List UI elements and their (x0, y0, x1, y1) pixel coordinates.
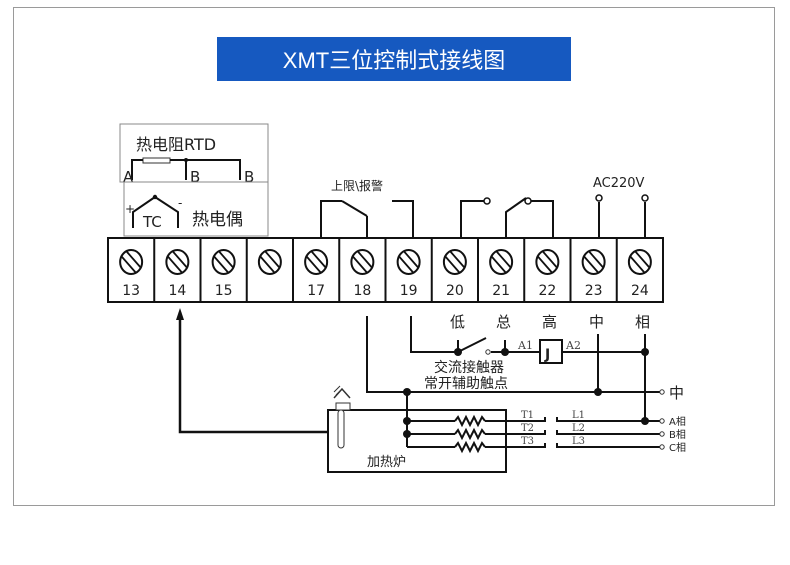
screw-icon (165, 249, 190, 275)
terminal-number: 22 (538, 283, 556, 299)
furnace-label: 加热炉 (367, 455, 406, 470)
terminal-number: 24 (631, 283, 649, 299)
heater-element-2-icon (454, 427, 486, 441)
supply-terminals (485, 349, 665, 450)
terminal-number: 13 (122, 283, 140, 299)
aux-contact-switch-icon (457, 337, 487, 353)
screw-icon (489, 249, 514, 275)
terminal-13: 13 (119, 249, 144, 299)
terminal-24: 24 (615, 238, 652, 302)
l1-label: L1 (572, 410, 585, 421)
screw-icon (211, 249, 236, 275)
contactor-coil-icon (539, 339, 563, 364)
aux-contact-wire (410, 316, 458, 353)
screw-icon (627, 249, 652, 275)
terminal-21: 21 (477, 238, 514, 302)
screw-icon (396, 249, 421, 275)
tc-symbol: TC (142, 213, 162, 231)
top-wiring (320, 194, 649, 238)
rtd-terminal-b1: B (190, 168, 200, 186)
terminal-number: 18 (353, 283, 371, 299)
power-terminal-phase-icon (641, 194, 649, 202)
terminal-blank (245, 238, 282, 302)
lower-wiring (178, 312, 660, 454)
page-title: XMT三位控制式接线图 (217, 37, 571, 81)
aux-contact-label-1: 交流接触器 (434, 359, 504, 376)
power-label: AC220V (593, 176, 645, 191)
coil-a2-label: A2 (565, 339, 581, 352)
screw-icon (119, 249, 144, 275)
screw-icon (581, 249, 606, 275)
supply-neutral-label: 中 (669, 384, 684, 402)
terminal-23: 23 (569, 238, 606, 302)
diagram-frame (13, 7, 775, 506)
power-terminal-neutral-icon (595, 194, 603, 202)
rtd-box: 热电阻RTD A B B (119, 123, 269, 186)
heater-element-1-icon (454, 414, 486, 428)
output-label-high: 高 (542, 313, 557, 331)
terminal-15: 15 (199, 238, 236, 302)
screw-icon (304, 249, 329, 275)
neutral-bus-wire (366, 316, 660, 393)
sensor-signal-wire (178, 312, 329, 434)
heater-element-3-icon (454, 440, 486, 454)
screw-icon (350, 249, 375, 275)
output-label-phase: 相 (635, 313, 650, 331)
screw-icon (535, 249, 560, 275)
terminal-number: 21 (492, 283, 510, 299)
high-relay-wire-22 (531, 200, 554, 238)
screw-icon (257, 249, 282, 275)
terminal-number: 15 (215, 283, 233, 299)
coil-label: J (544, 347, 550, 363)
output-label-low: 低 (450, 313, 465, 331)
t2-label: T2 (521, 423, 534, 434)
low-relay-wire-20 (460, 200, 484, 238)
l3-label: L3 (572, 436, 585, 447)
junction-dots (403, 348, 649, 438)
supply-phase-b-label: B相 (669, 428, 686, 441)
supply-phase-c-label: C相 (669, 441, 686, 454)
t3-label: T3 (521, 436, 534, 447)
alarm-relay-wire-17 (320, 200, 342, 238)
aux-contact-label-2: 常开辅助触点 (424, 376, 508, 392)
arrow-up-icon (176, 308, 184, 320)
thermocouple-box: + - TC 热电偶 (123, 181, 269, 237)
rtd-terminal-b2: B (244, 168, 254, 186)
supply-phase-a-label: A相 (669, 415, 686, 428)
rtd-label: 热电阻RTD (136, 135, 216, 154)
furnace: 加热炉 (327, 385, 507, 473)
terminal-18: 18 (338, 238, 375, 302)
terminal-19: 19 (384, 238, 421, 302)
tc-label: 热电偶 (192, 210, 243, 230)
terminal-20: 20 (430, 238, 467, 302)
tc-minus: - (178, 196, 182, 210)
terminal-strip: 13 14 15 17 18 19 20 21 22 23 24 (107, 237, 664, 303)
output-label-neutral: 中 (589, 313, 604, 331)
l2-label: L2 (572, 423, 585, 434)
t1-label: T1 (521, 410, 534, 421)
rtd-resistor-icon (142, 157, 171, 164)
terminal-number: 14 (168, 283, 186, 299)
thermal-probe-icon (335, 402, 351, 411)
terminal-14: 14 (153, 238, 190, 302)
tc-plus: + (125, 202, 135, 216)
alarm-relay-wire-19 (392, 200, 414, 238)
relay-switch-21-icon (505, 197, 527, 238)
alarm-label: 上限\报警 (331, 178, 383, 193)
terminal-number: 17 (307, 283, 325, 299)
terminal-22: 22 (523, 238, 560, 302)
screw-icon (442, 249, 467, 275)
alarm-relay-switch-icon (341, 200, 368, 217)
rtd-terminal-a: A (123, 168, 134, 186)
coil-a1-label: A1 (517, 339, 533, 352)
output-label-common: 总 (496, 313, 511, 331)
low-contact-icon (483, 197, 491, 205)
terminal-number: 23 (585, 283, 603, 299)
terminal-number: 20 (446, 283, 464, 299)
terminal-number: 19 (400, 283, 418, 299)
terminal-17: 17 (292, 238, 329, 302)
